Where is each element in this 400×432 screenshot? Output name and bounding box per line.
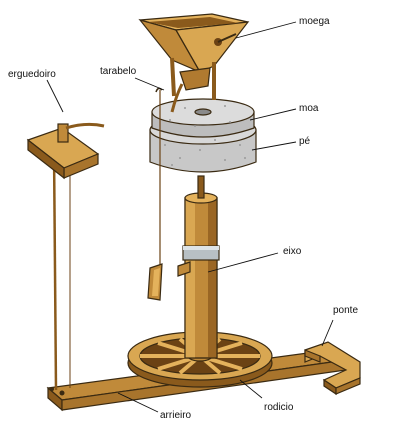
erguedoiro-lever — [26, 122, 105, 391]
leader-lines — [46, 21, 334, 413]
label-eixo: eixo — [283, 246, 302, 257]
label-ponte: ponte — [333, 305, 358, 316]
label-pe: pé — [299, 136, 311, 147]
label-moa: moa — [299, 103, 319, 114]
label-erguedoiro: erguedoiro — [8, 69, 56, 80]
eixo-shaft — [177, 175, 220, 359]
ponte-bracket — [304, 341, 361, 396]
moa-stone — [151, 98, 255, 138]
moega-hopper — [138, 13, 250, 100]
label-moega: moega — [299, 16, 330, 27]
label-rodicio: rodicio — [264, 402, 294, 413]
label-arrieiro: arrieiro — [160, 410, 192, 421]
label-tarabelo: tarabelo — [100, 66, 137, 77]
tarabelo — [147, 83, 184, 301]
